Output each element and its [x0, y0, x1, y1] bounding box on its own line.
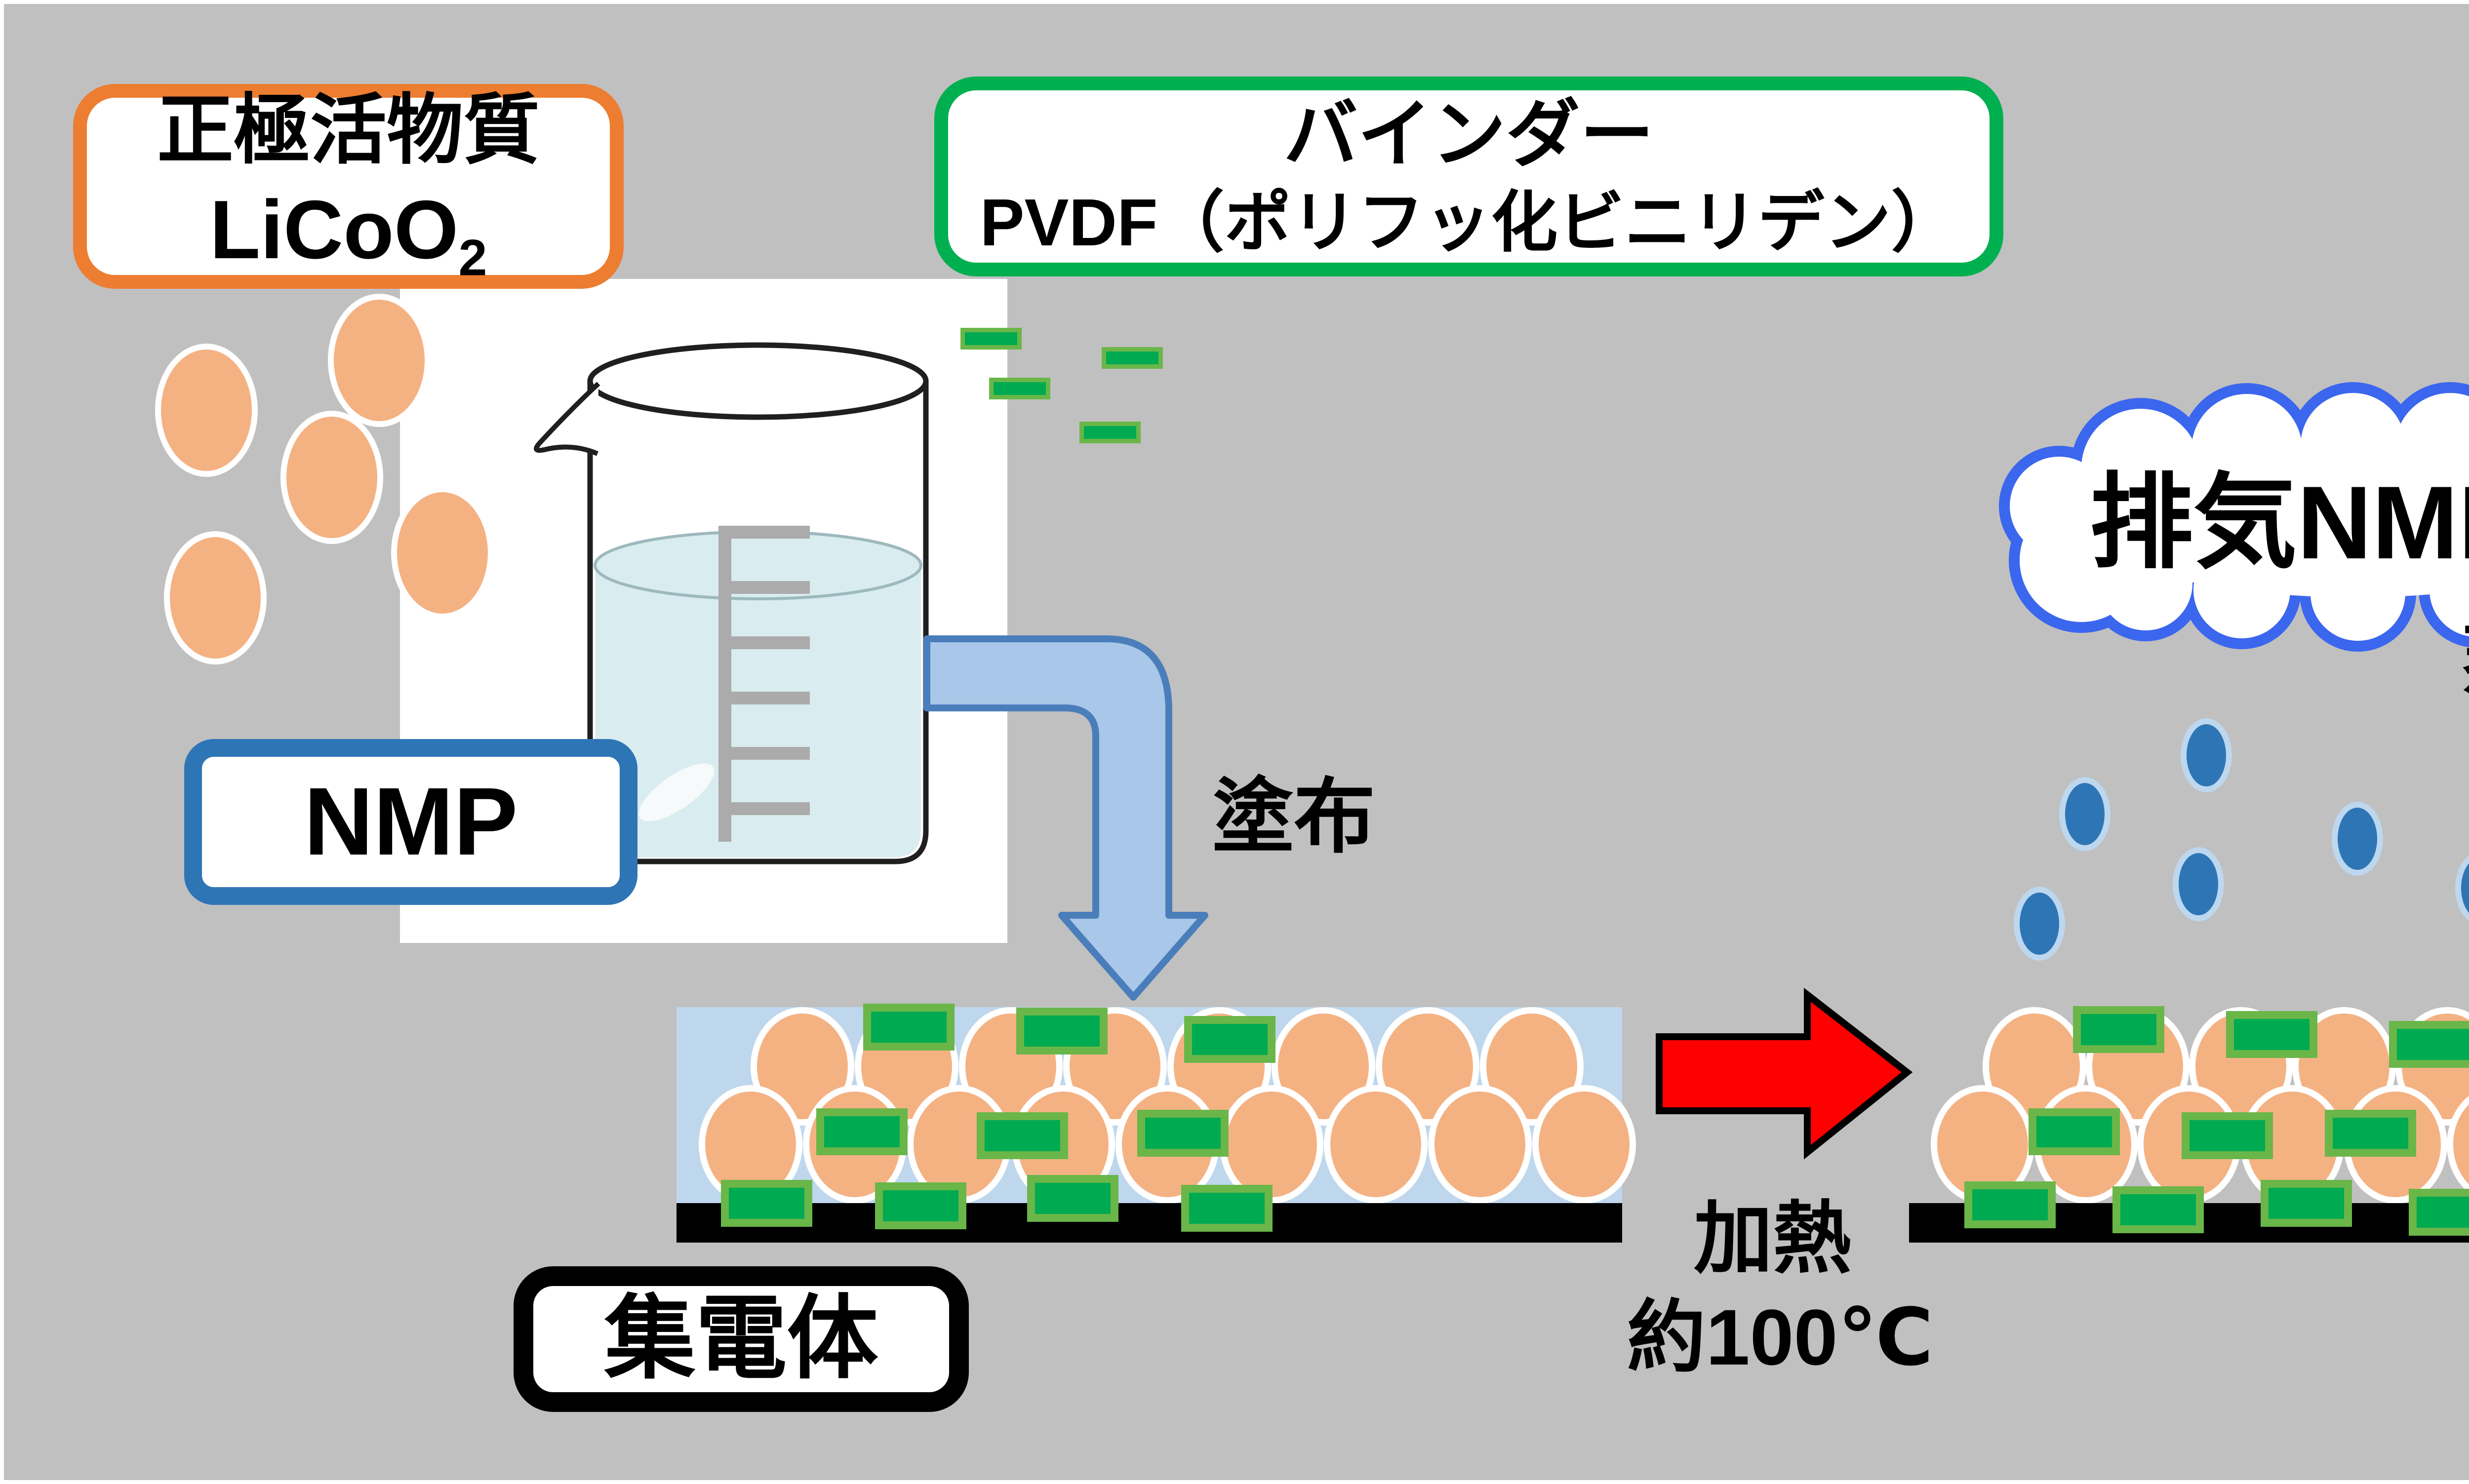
binder-line2: PVDF（ポリフッ化ビニリデン） — [980, 185, 1958, 260]
cathode-material-formula: LiCoO2 — [209, 183, 487, 287]
nmp-vapor-dot — [2181, 718, 2232, 792]
binder-box: バインダー PVDF（ポリフッ化ビニリデン） — [934, 77, 2003, 276]
pvdf-binder-particle — [875, 1182, 966, 1229]
pvdf-binder-particle — [2072, 1006, 2164, 1053]
pvdf-binder-particle — [1027, 1174, 1118, 1222]
pvdf-binder-particle — [976, 1112, 1068, 1159]
pvdf-binder-particle — [2389, 1020, 2469, 1068]
licoo2-particle — [328, 294, 431, 427]
pvdf-binder-particle — [863, 1003, 955, 1051]
current-collector-bar-left — [677, 1203, 1622, 1243]
licoo2-particle — [1428, 1085, 1532, 1204]
pvdf-binder-particle — [2226, 1011, 2317, 1058]
licoo2-particle — [391, 486, 494, 620]
pvdf-binder-particle — [1964, 1181, 2056, 1228]
evaporation-label: 蒸発 — [2462, 597, 2469, 708]
coating-label: 塗布 — [1212, 771, 1375, 862]
pvdf-binder-particle — [1102, 347, 1163, 369]
exhaust-nmp-label: 排気NMP — [2089, 465, 2469, 581]
current-collector-label: 集電体 — [604, 1288, 878, 1390]
exhaust-cloud-shape — [1975, 400, 2469, 642]
pvdf-binder-particle — [2112, 1186, 2204, 1233]
licoo2-particle — [1532, 1085, 1636, 1204]
pvdf-binder-particle — [2260, 1179, 2352, 1227]
licoo2-particle — [280, 411, 383, 544]
nmp-box: NMP — [184, 739, 637, 905]
nmp-vapor-dot — [2014, 887, 2065, 961]
licoo2-particle — [155, 344, 258, 477]
beaker-icon — [534, 342, 929, 864]
licoo2-particle — [164, 531, 267, 664]
nmp-vapor-dot — [2059, 777, 2111, 851]
heating-arrow-icon — [1656, 987, 1913, 1160]
nmp-vapor-dot — [2455, 851, 2469, 925]
pvdf-binder-particle — [1079, 422, 1141, 443]
pvdf-binder-particle — [2181, 1112, 2273, 1159]
pvdf-binder-particle — [2028, 1108, 2120, 1155]
nmp-vapor-dot — [2332, 802, 2383, 876]
beaker-graduations — [718, 526, 810, 842]
nmp-label: NMP — [304, 768, 518, 876]
pvdf-binder-particle — [2324, 1109, 2416, 1157]
pvdf-binder-particle — [816, 1108, 908, 1155]
pvdf-binder-particle — [1016, 1007, 1108, 1054]
nmp-vapor-dot — [2173, 847, 2224, 921]
pvdf-binder-particle — [2408, 1188, 2469, 1236]
licoo2-particle — [1324, 1085, 1428, 1204]
current-collector-box: 集電体 — [514, 1266, 969, 1412]
cathode-material-line1: 正極活物質 — [157, 87, 540, 173]
pvdf-binder-particle — [1181, 1184, 1273, 1232]
pvdf-binder-particle — [960, 328, 1022, 350]
pvdf-binder-particle — [1184, 1015, 1275, 1063]
pvdf-binder-particle — [1137, 1109, 1229, 1157]
pvdf-binder-particle — [989, 378, 1050, 399]
binder-line1: バインダー — [1283, 93, 1654, 176]
heating-temperature-label: 約100℃ — [1627, 1293, 1934, 1381]
pvdf-binder-particle — [720, 1179, 812, 1227]
heating-label: 加熱 — [1693, 1194, 1852, 1283]
cathode-material-box: 正極活物質 LiCoO2 — [73, 84, 624, 289]
